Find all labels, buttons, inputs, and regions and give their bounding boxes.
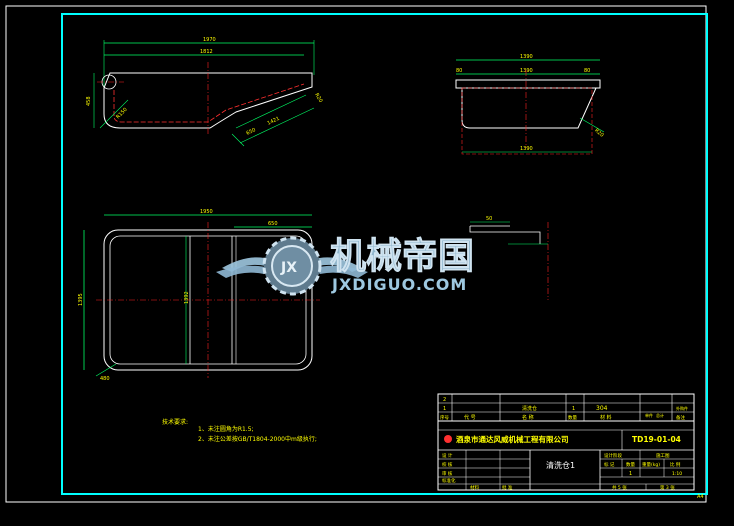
header-seq: 序号 — [440, 414, 449, 421]
front-dim-height-left: 1395 — [78, 293, 84, 306]
side-dim-right: 80 — [584, 68, 590, 74]
watermark-brand: 机械帝国 — [330, 236, 474, 277]
label-material-row: 材料 — [470, 484, 479, 491]
drawing-frame — [61, 13, 708, 495]
label-design: 设 计 — [442, 452, 453, 459]
header-remark: 备注 — [676, 414, 685, 421]
watermark-badge: JX — [280, 260, 297, 276]
watermark-url: JXDIGUO.COM — [331, 275, 467, 294]
detail-view: 50 — [469, 216, 549, 300]
front-dim-right: 650 — [268, 221, 278, 227]
side-view: 1390 80 1390 80 R20 1390 — [455, 54, 605, 155]
side-dim-mid: 1390 — [520, 68, 533, 74]
label-weight2: 重量(kg) — [642, 461, 660, 468]
company-logo-icon — [444, 435, 452, 443]
scale-value: 1:10 — [672, 471, 682, 477]
front-dim-bottom-left: 480 — [100, 376, 110, 382]
header-material: 材 料 — [600, 414, 612, 421]
sheet-number: 第 3 张 — [660, 484, 675, 491]
top-dim-inner: 1812 — [200, 49, 213, 55]
side-dim-left: 80 — [456, 68, 462, 74]
top-dim-diag-2: 1421 — [266, 116, 280, 127]
label-std: 标准化 — [442, 477, 456, 484]
notes-line-2: 2、未注公差按GB/T1804-2000中m级执行; — [198, 435, 317, 443]
header-qty: 数量 — [568, 414, 577, 421]
sheet-total: 共 5 张 — [612, 484, 627, 491]
side-dim-radius: R20 — [593, 128, 604, 139]
top-dim-overall: 1970 — [203, 37, 216, 43]
top-dim-left: 458 — [86, 96, 92, 106]
parts-row2-name: 清洗仓 — [522, 405, 537, 412]
detail-dim-small: 50 — [486, 216, 492, 222]
label-craft: 审 核 — [442, 470, 453, 477]
parts-row2-note: 外购件 — [676, 405, 688, 411]
header-total-weight: 总计 — [656, 412, 664, 418]
parts-row1-no: 2 — [443, 397, 446, 403]
label-check: 校 核 — [442, 461, 453, 468]
parts-row2-material: 304 — [596, 405, 608, 412]
parts-row2-no: 1 — [443, 406, 446, 412]
front-dim-height-mid: 1392 — [184, 291, 190, 304]
front-dim-overall: 1950 — [200, 209, 213, 215]
drawing-number: TD19-01-04 — [632, 435, 681, 444]
part-name: 清洗仓1 — [546, 460, 575, 470]
header-code: 代 号 — [464, 414, 476, 421]
top-dim-diag-3: 650 — [245, 127, 256, 136]
notes-line-1: 1、未注圆角为R1.5; — [198, 425, 254, 433]
design-stage-label: 设计阶段 — [604, 452, 622, 459]
sheet-size: A4 — [697, 494, 704, 500]
side-dim-bottom: 1390 — [520, 146, 533, 152]
title-block: 2 1 清洗仓 1 304 外购件 序号 代 号 名 称 数量 材 料 单件 总… — [437, 393, 695, 491]
header-name: 名 称 — [522, 414, 534, 421]
design-stage-value: 施工图 — [656, 452, 670, 459]
qty-value: 1 — [629, 471, 632, 477]
notes-heading: 技术要求: — [162, 418, 188, 426]
label-approve: 批 准 — [502, 484, 513, 491]
watermark-logo: JX 机械帝国 JXDIGUO.COM — [216, 236, 474, 296]
parts-row2-qty: 1 — [572, 406, 575, 412]
technical-notes: 技术要求: 1、未注圆角为R1.5; 2、未注公差按GB/T1804-2000中… — [162, 418, 317, 443]
front-view: 1950 650 1395 1392 480 — [78, 209, 320, 382]
top-view: 1970 1812 458 R150 R20 1421 650 — [86, 37, 323, 147]
top-dim-diag-1: R20 — [313, 92, 323, 104]
label-ratio: 比 例 — [670, 461, 681, 468]
label-qty2: 数量 — [626, 461, 635, 468]
company-name: 酒泉市通达风威机械工程有限公司 — [456, 434, 569, 444]
label-mark: 标 记 — [604, 461, 615, 468]
header-unit-weight: 单件 — [645, 412, 653, 418]
top-dim-radius: R150 — [115, 107, 128, 120]
side-dim-top: 1390 — [520, 54, 533, 60]
